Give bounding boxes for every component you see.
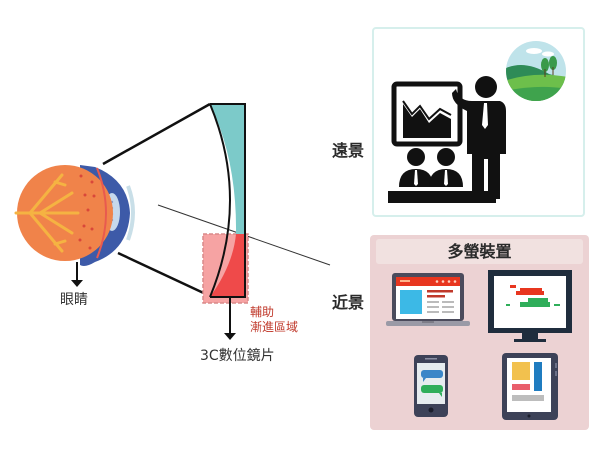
- eye-arrow-head: [71, 280, 83, 287]
- presentation-audience-icon: [388, 41, 566, 203]
- upper-sight-line: [102, 102, 211, 166]
- eye-label: 眼睛: [60, 292, 88, 308]
- assist-zone-label-line1: 輔助: [250, 305, 275, 319]
- far-view-label: 遠景: [332, 141, 365, 160]
- devices-canvas: [386, 270, 572, 420]
- tablet-icon: [502, 353, 558, 420]
- near-view-panel: 多螢裝置: [370, 235, 589, 430]
- assist-zone-label-line2: 漸進區域: [250, 320, 299, 334]
- monitor-icon: [488, 270, 572, 342]
- multi-screen-title: 多螢裝置: [376, 239, 583, 264]
- far-view-panel: [372, 27, 585, 217]
- laptop-icon: [386, 273, 470, 326]
- near-view-label: 近景: [332, 293, 365, 312]
- lens-arrow-head: [224, 333, 236, 340]
- smartphone-chat-icon: [414, 355, 448, 417]
- lens-label: 3C數位鏡片: [200, 348, 275, 364]
- eyeball-cross-section-icon: [14, 165, 135, 266]
- landscape-circle-icon: [506, 41, 566, 101]
- lens-cross-section-icon: [202, 103, 249, 304]
- lower-sight-line: [117, 251, 211, 298]
